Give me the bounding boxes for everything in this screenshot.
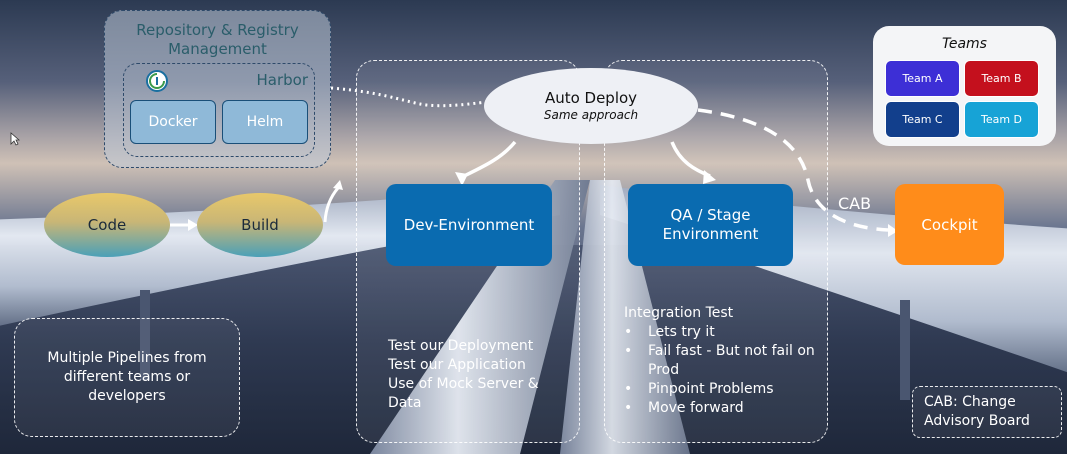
qa-environment-label-2: Environment xyxy=(662,225,759,243)
team-a-box: Team A xyxy=(885,60,960,97)
build-node: Build xyxy=(197,193,323,257)
list-item: Pinpoint Problems xyxy=(624,380,819,399)
multiple-pipelines-text: Multiple Pipelines from different teams … xyxy=(47,350,207,404)
registry-box: Repository & Registry Management Harbor … xyxy=(104,10,331,168)
dev-environment-label: Dev-Environment xyxy=(403,215,535,234)
dev-tests-text: Test our Deployment Test our Application… xyxy=(388,337,568,413)
integration-test-title: Integration Test xyxy=(624,305,734,321)
dev-environment-box: Dev-Environment xyxy=(386,184,552,266)
cockpit-label: Cockpit xyxy=(921,215,978,234)
docker-box: Docker xyxy=(130,100,216,144)
team-c-box: Team C xyxy=(885,101,960,138)
qa-environment-label-1: QA / Stage xyxy=(670,206,751,224)
harbor-box: Harbor Docker Helm xyxy=(123,63,315,157)
dev-test-line-1: Test our Deployment xyxy=(388,338,534,354)
cockpit-box: Cockpit xyxy=(895,184,1004,265)
multiple-pipelines-note: Multiple Pipelines from different teams … xyxy=(14,318,240,437)
auto-deploy-node: Auto Deploy Same approach xyxy=(484,68,698,144)
harbor-label: Harbor xyxy=(256,71,308,89)
team-b-box: Team B xyxy=(964,60,1039,97)
list-item: Lets try it xyxy=(624,323,819,342)
cab-label: CAB xyxy=(838,194,872,213)
registry-title: Repository & Registry Management xyxy=(136,21,299,58)
harbor-logo-icon xyxy=(146,70,168,92)
list-item: Fail fast - But not fail on Prod xyxy=(624,342,819,380)
code-label: Code xyxy=(87,216,127,234)
dev-test-line-4: Data xyxy=(388,395,422,411)
dev-test-line-2: Test our Application xyxy=(388,357,526,373)
qa-environment-box: QA / Stage Environment xyxy=(628,184,793,266)
mouse-cursor-icon xyxy=(10,131,21,150)
integration-test-text: Integration Test Lets try it Fail fast -… xyxy=(624,304,819,418)
build-label: Build xyxy=(241,216,279,234)
cab-definition-note: CAB: Change Advisory Board xyxy=(912,386,1062,438)
team-d-box: Team D xyxy=(964,101,1039,138)
teams-title: Teams xyxy=(942,36,987,52)
cab-definition-text: CAB: Change Advisory Board xyxy=(924,394,1030,429)
integration-test-list: Lets try it Fail fast - But not fail on … xyxy=(624,323,819,418)
code-node: Code xyxy=(44,193,170,257)
auto-deploy-title: Auto Deploy xyxy=(544,89,638,107)
auto-deploy-subtitle: Same approach xyxy=(543,108,639,122)
teams-panel: Teams Team A Team B Team C Team D xyxy=(873,26,1056,146)
helm-box: Helm xyxy=(222,100,308,144)
dev-test-line-3: Use of Mock Server & xyxy=(388,376,539,392)
list-item: Move forward xyxy=(624,399,819,418)
